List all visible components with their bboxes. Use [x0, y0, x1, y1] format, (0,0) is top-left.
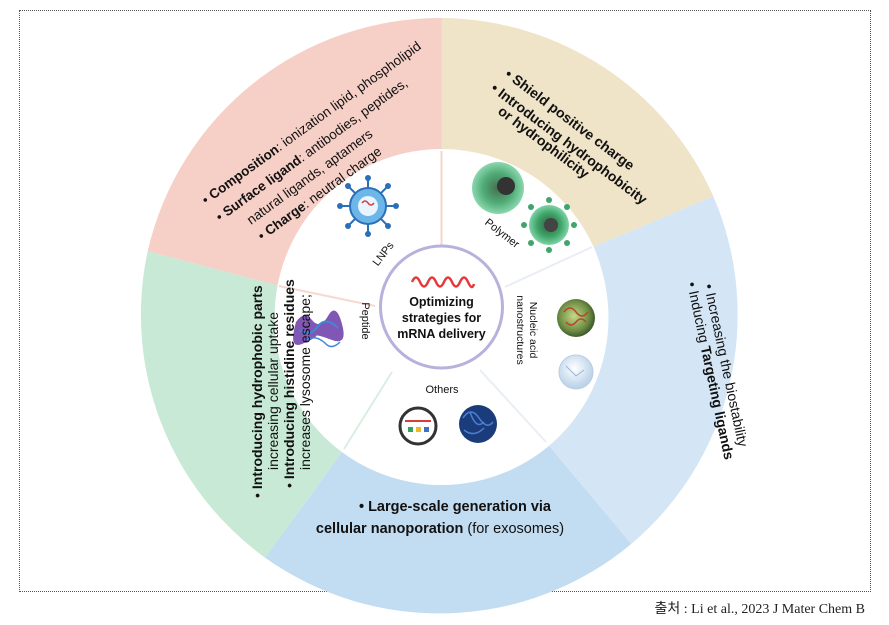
center-title-1: Optimizing	[409, 295, 474, 309]
lnp-icon	[337, 175, 399, 237]
svg-text:•Introducing histidine residue: •Introducing histidine residues	[281, 279, 297, 488]
center-circle	[379, 244, 504, 370]
center-title-3: mRNA delivery	[397, 327, 486, 341]
label-nucleic-2: nanostructures	[514, 295, 526, 364]
mrna-wave-icon	[410, 276, 476, 289]
others-sector	[265, 443, 632, 614]
exosome-icon	[398, 406, 438, 446]
nanoparticle-cluster-icon	[459, 405, 497, 443]
label-nucleic-1: Nucleic acid	[527, 302, 539, 359]
peptide-sector	[140, 251, 344, 558]
center-title-2: strategies for	[402, 311, 481, 325]
nucleic-sector	[546, 196, 738, 545]
lnp-sector	[147, 17, 442, 286]
svg-text:increasing cellular uptake: increasing cellular uptake	[265, 312, 281, 470]
peptide-strategies: •Introducing hydrophobic parts increasin…	[249, 279, 313, 498]
others-strategies: •Large-scale generation via cellular nan…	[316, 499, 564, 537]
svg-text:increases lysosome escape;: increases lysosome escape;	[297, 294, 313, 470]
label-peptide: Peptide	[359, 302, 371, 339]
nucleic-acid-icon	[557, 299, 595, 390]
inner-dividers	[278, 151, 593, 450]
peptide-icon	[293, 310, 344, 348]
svg-text:cellular nanoporation (for exo: cellular nanoporation (for exosomes)	[316, 521, 564, 537]
source-citation: 출처 : Li et al., 2023 J Mater Chem B	[654, 602, 865, 617]
polymer-icon	[472, 162, 577, 253]
label-others: Others	[425, 384, 459, 396]
svg-text:•Large-scale generation via: •Large-scale generation via	[359, 499, 552, 515]
svg-text:•Introducing hydrophobic parts: •Introducing hydrophobic parts	[249, 285, 265, 498]
polymer-sector	[441, 18, 714, 247]
